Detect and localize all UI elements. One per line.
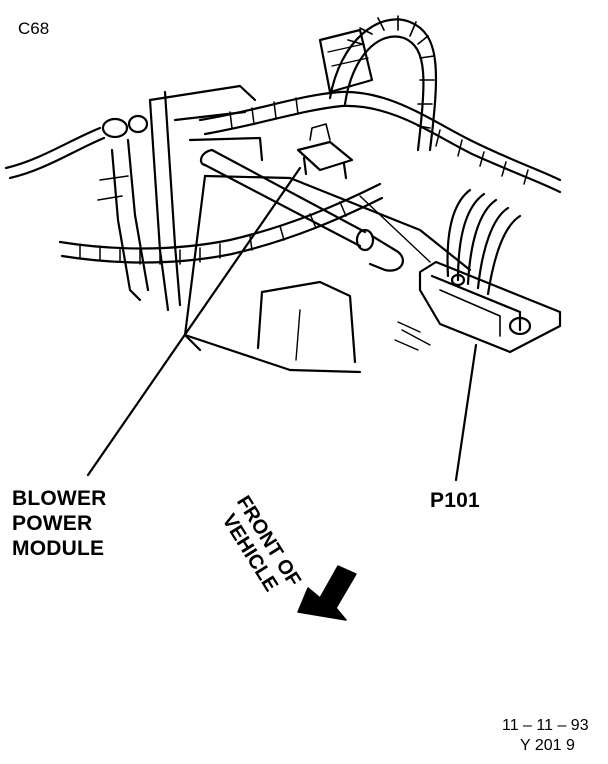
blower-power-module-label: BLOWER POWER MODULE — [12, 486, 107, 561]
blower-power-module — [296, 123, 354, 180]
lower-wiring-harness — [58, 182, 384, 265]
front-direction-arrow — [297, 565, 357, 621]
blower-module-leader-line — [86, 166, 302, 477]
figure-id: C68 — [18, 19, 50, 38]
p101-leader-line — [454, 343, 478, 482]
blower-label-line-1: BLOWER — [12, 487, 107, 510]
upper-wiring-harness — [318, 15, 438, 152]
cross-harness — [198, 90, 562, 194]
left-bracket-assembly — [97, 84, 264, 312]
blower-label-line-3: MODULE — [12, 537, 105, 560]
figure-reference: Y 201 9 — [520, 737, 575, 754]
blower-label-line-2: POWER — [12, 512, 93, 535]
vacuum-hose — [199, 148, 404, 272]
blower-housing — [183, 174, 472, 374]
left-cable — [4, 114, 149, 180]
p101-label: P101 — [430, 489, 480, 512]
p101-connector — [418, 188, 562, 354]
figure-date: 11 – 11 – 93 — [502, 717, 589, 734]
